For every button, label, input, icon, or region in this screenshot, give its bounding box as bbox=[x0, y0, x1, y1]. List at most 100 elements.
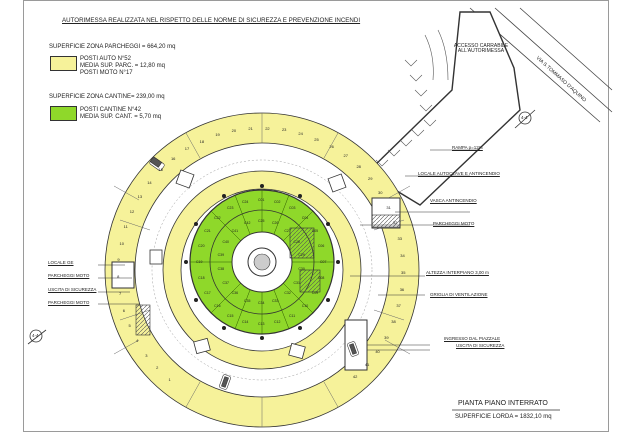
parking-stall-number: 40 bbox=[375, 348, 380, 354]
cellar-number: C33 bbox=[272, 298, 279, 303]
cellar-number: C26 bbox=[272, 221, 279, 226]
parking-stall-number: 3 bbox=[145, 352, 148, 358]
cellar-number: C35 bbox=[243, 298, 251, 303]
cellar-number: C03 bbox=[289, 206, 296, 211]
parking-stall-number: 20 bbox=[231, 128, 237, 134]
parking-stall-number: 42 bbox=[352, 374, 358, 380]
parking-stall-number: 26 bbox=[329, 144, 334, 150]
parking-stall-number: 13 bbox=[137, 193, 143, 199]
leader-lines-right bbox=[350, 149, 480, 351]
label-parcheggi-moto-left-1: PARCHEGGI MOTO bbox=[48, 273, 90, 278]
cellar-number: C09 bbox=[311, 291, 319, 295]
parking-stall-number: 4 bbox=[136, 338, 139, 344]
cellar-number: C38 bbox=[217, 267, 225, 272]
plan-title: PIANTA PIANO INTERRATO bbox=[458, 400, 548, 407]
parking-line-1: POSTI AUTO N°52 bbox=[80, 56, 131, 62]
ventilation-grilles bbox=[149, 169, 347, 360]
cellar-number: C19 bbox=[196, 260, 203, 264]
section-mark-top: 4-4 bbox=[521, 115, 528, 120]
gross-area: SUPERFICIE LORDA = 1832,10 mq bbox=[455, 414, 552, 420]
parking-surface-label: SUPERFICIE ZONA PARCHEGGI = 664,20 mq bbox=[49, 44, 176, 50]
label-uscita-sicurezza-right: USCITA DI SICUREZZA bbox=[456, 343, 505, 348]
cellar-dividers bbox=[190, 190, 334, 334]
cellar-number: C32 bbox=[284, 291, 291, 296]
label-ingresso-piazzale: INGRESSO DAL PIAZZALE bbox=[444, 336, 501, 341]
cellar-number: C41 bbox=[231, 228, 239, 233]
cellar-color-swatch bbox=[50, 106, 77, 121]
parking-stall-number: 25 bbox=[314, 136, 319, 142]
parking-stall-number: 29 bbox=[367, 176, 373, 182]
parking-stall-number: 11 bbox=[123, 224, 128, 230]
label-locale-ge: LOCALE GE bbox=[48, 260, 74, 265]
parking-stall-number: 37 bbox=[396, 303, 401, 309]
cellar-number: C15 bbox=[227, 313, 234, 318]
cellar-number: C24 bbox=[241, 200, 249, 205]
parking-stall-number: 18 bbox=[199, 138, 205, 144]
parking-stall-number: 12 bbox=[129, 208, 135, 214]
cellar-number: C40 bbox=[222, 239, 229, 244]
cellar-number: C18 bbox=[198, 276, 205, 281]
cellar-number: C20 bbox=[198, 243, 205, 248]
cellar-number: C42 bbox=[243, 221, 251, 226]
cellar-number: C02 bbox=[274, 200, 281, 205]
label-autoclave: LOCALE AUTOCLAVE E ANTINCENDIO bbox=[418, 171, 500, 176]
car-icons bbox=[149, 156, 359, 390]
drawing-title: AUTORIMESSA REALIZZATA NEL RISPETTO DELL… bbox=[62, 17, 361, 24]
parking-stall-number: 5 bbox=[128, 323, 131, 329]
cellar-number: C25 bbox=[258, 219, 265, 223]
emergency-exit-stair bbox=[135, 304, 151, 336]
parking-line-2: MEDIA SUP. PARC. = 12,80 mq bbox=[80, 63, 165, 69]
cellar-number: C34 bbox=[258, 301, 265, 305]
cellar-number: C22 bbox=[214, 216, 221, 221]
parking-stall-number: 7 bbox=[118, 291, 122, 297]
parking-stall-number: 21 bbox=[248, 125, 253, 131]
label-rampa: RAMPA p=12% bbox=[452, 145, 483, 150]
cellar-number: C10 bbox=[301, 303, 309, 308]
cellar-number: C08 bbox=[317, 276, 325, 281]
ramp-arrows bbox=[375, 29, 449, 167]
section-mark-bottom: 4-4 bbox=[32, 333, 39, 338]
parking-stall-number: 16 bbox=[170, 156, 176, 162]
ramp-corridor bbox=[368, 11, 521, 206]
parking-stall-number: 39 bbox=[384, 334, 389, 340]
parking-stall-number: 35 bbox=[400, 269, 406, 275]
cellar-number: C28 bbox=[293, 239, 300, 244]
cellar-line-2: MEDIA SUP. CANT. = 5,70 mq bbox=[80, 114, 162, 120]
cellar-number: C30 bbox=[298, 267, 305, 272]
parking-stall-number: 31 bbox=[386, 204, 391, 210]
cellar-number: C31 bbox=[293, 280, 300, 285]
parking-stall-number: 36 bbox=[399, 286, 405, 292]
cellar-number: C16 bbox=[214, 303, 221, 308]
parking-stall-number: 14 bbox=[147, 179, 152, 185]
generator-room bbox=[111, 261, 135, 289]
parking-stall-number: 15 bbox=[158, 167, 163, 173]
label-vasca: VASCA ANTINCENDIO bbox=[430, 198, 477, 203]
cellar-number: C21 bbox=[204, 229, 211, 233]
parking-stall-number: 19 bbox=[215, 132, 220, 138]
cellar-number: C07 bbox=[320, 260, 327, 264]
cellar-number: C23 bbox=[227, 206, 234, 211]
cellar-number: C29 bbox=[298, 252, 305, 257]
parking-stall-number: 24 bbox=[298, 131, 303, 137]
parking-stall-number: 17 bbox=[184, 146, 190, 152]
access-label: ACCESSO CARRABILE ALL'AUTORIMESSA bbox=[453, 43, 509, 54]
parking-stall-number: 30 bbox=[378, 190, 383, 196]
leader-lines-left bbox=[98, 264, 140, 305]
parking-stall-number: 32 bbox=[392, 220, 398, 226]
parking-stall-number: 34 bbox=[400, 253, 405, 259]
label-altezza-interpiano: ALTEZZA INTERPIANO 3,00 m bbox=[426, 270, 489, 275]
label-uscita-sicurezza-left: USCITA DI SICUREZZA bbox=[48, 287, 97, 292]
section-mark-icons bbox=[27, 109, 536, 345]
pillars bbox=[184, 184, 340, 340]
cellar-line-1: POSTI CANTINE N°42 bbox=[80, 107, 142, 113]
parking-stall-number: 8 bbox=[117, 274, 120, 280]
cellar-number: C05 bbox=[311, 229, 319, 233]
parking-stall-number: 41 bbox=[364, 362, 370, 368]
cellar-number: C06 bbox=[317, 243, 325, 248]
label-griglia-ventilazione: GRIGLIA DI VENTILAZIONE bbox=[430, 292, 488, 297]
stair-block bbox=[289, 227, 315, 259]
cellar-number: C14 bbox=[241, 319, 249, 324]
parking-stall-number: 27 bbox=[343, 153, 348, 159]
